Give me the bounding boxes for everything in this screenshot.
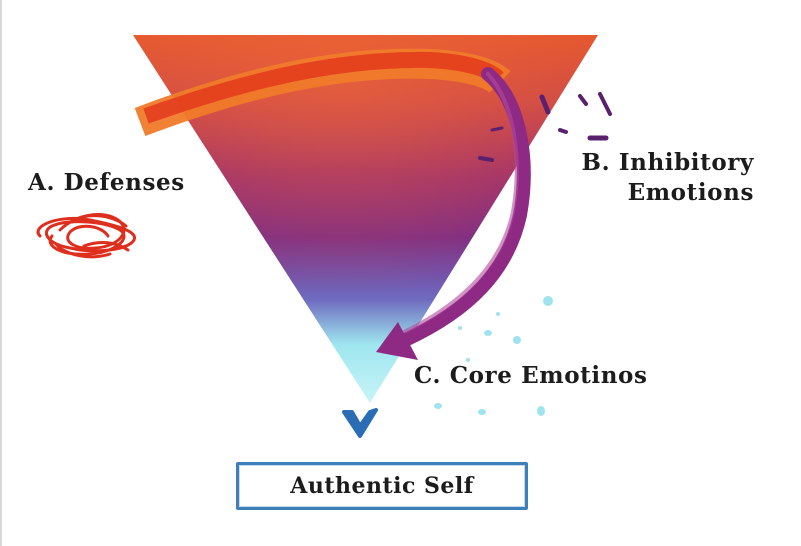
funnel-triangle-glow	[133, 35, 598, 403]
tangled-scribble-icon	[36, 213, 136, 259]
defense-arrow	[134, 48, 511, 137]
inhibitory-arrowhead	[376, 322, 418, 360]
chevron-down-icon	[342, 408, 378, 438]
inhibitory-arrow	[376, 67, 531, 360]
core-emotions-label: C. Core Emotinos	[414, 362, 648, 389]
authentic-self-box: Authentic Self	[236, 462, 528, 510]
authentic-self-label: Authentic Self	[290, 473, 474, 499]
defenses-label: A. Defenses	[28, 169, 185, 196]
inhibitory-emotions-label: B. Inhibitory Emotions	[542, 148, 754, 208]
core-emotion-dots	[434, 296, 553, 416]
page-left-border	[0, 0, 2, 546]
inhibitory-label-line1: B. Inhibitory	[581, 149, 754, 176]
inhibitory-sparks	[478, 92, 612, 162]
inhibitory-label-line2: Emotions	[627, 179, 754, 206]
